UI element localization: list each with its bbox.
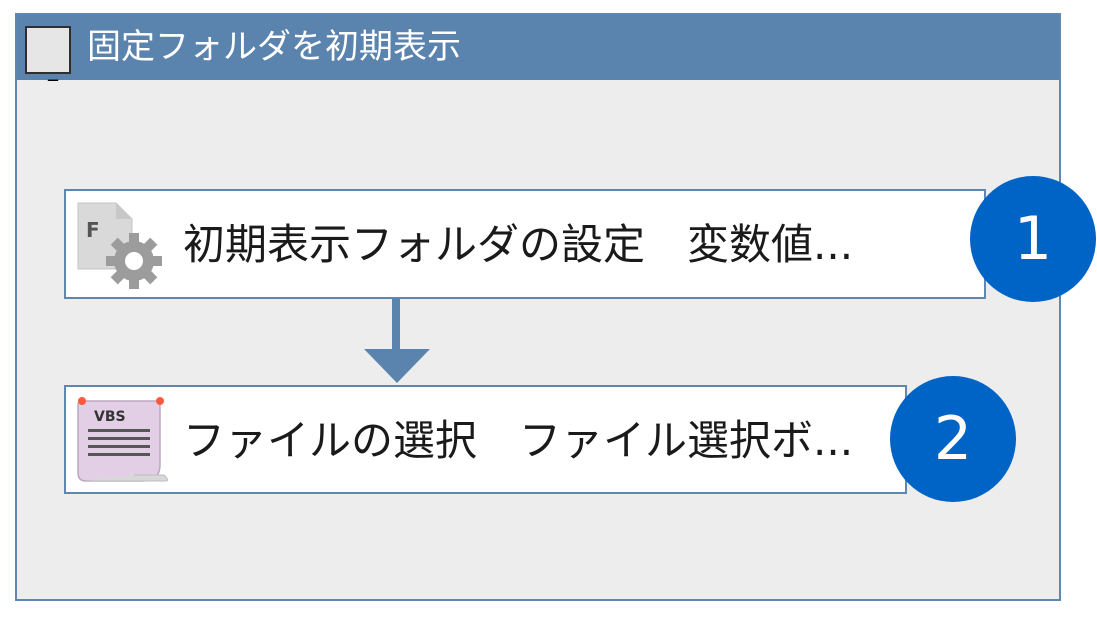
svg-text:F: F: [86, 218, 100, 242]
step-badge-2: 2: [890, 376, 1016, 502]
step-badge-1: 1: [970, 176, 1096, 302]
vbs-script-icon: VBS: [77, 397, 169, 482]
set-variable-gear-icon: F: [77, 202, 162, 289]
flow-arrow-icon: [364, 299, 430, 383]
action-label: 初期表示フォルダの設定 変数値...: [183, 220, 854, 269]
group-title: 固定フォルダを初期表示: [87, 27, 461, 67]
action-select-file[interactable]: VBS ファイルの選択 ファイル選択ボ...: [64, 385, 907, 494]
action-label: ファイルの選択 ファイル選択ボ...: [183, 416, 854, 465]
action-set-initial-folder[interactable]: F 初期表示フォルダの設定 変数値...: [64, 189, 986, 299]
group-header: _ 固定フォルダを初期表示: [17, 15, 1059, 80]
vbs-icon-text: VBS: [94, 409, 126, 425]
collapse-symbol: _: [48, 57, 58, 81]
group-panel: _ 固定フォルダを初期表示 F: [15, 13, 1061, 601]
collapse-button[interactable]: _: [25, 26, 71, 79]
